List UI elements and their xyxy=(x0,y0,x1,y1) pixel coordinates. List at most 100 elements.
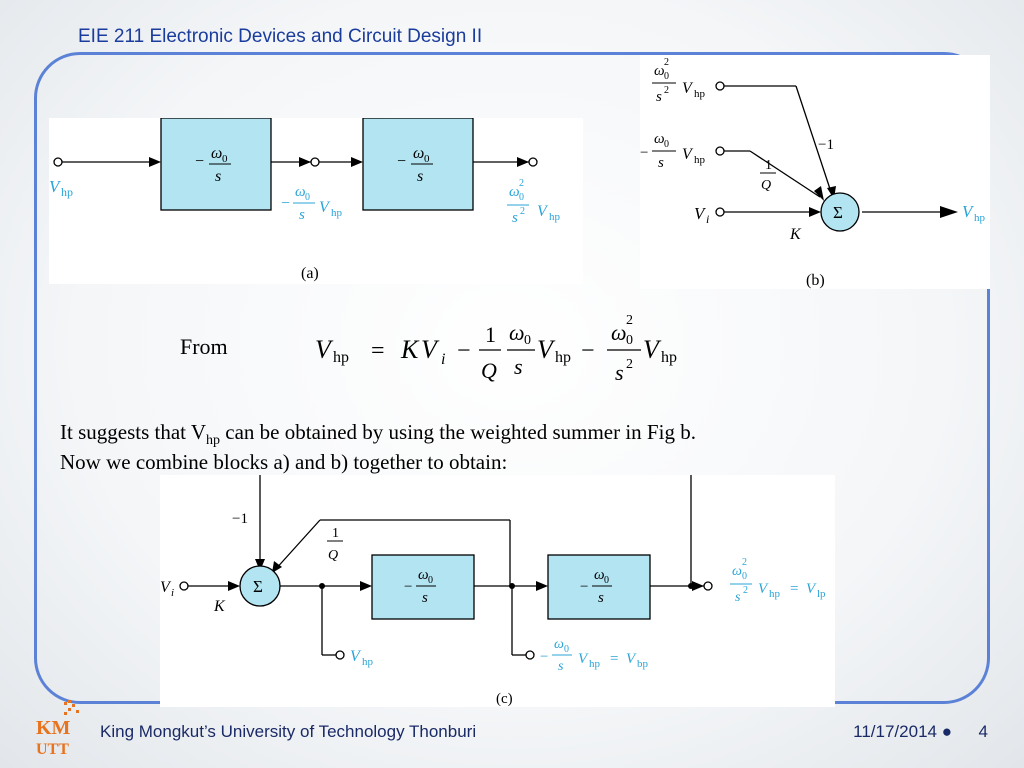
eq-V1-sub: i xyxy=(441,351,445,368)
summer-node-c xyxy=(239,565,281,607)
output-V: V xyxy=(962,202,975,221)
caption-a: (a) xyxy=(301,265,319,282)
c-bp-V2-sub: bp xyxy=(637,658,649,670)
footer-date-text: 11/17/2014 xyxy=(853,722,937,741)
c-block1-sub: 0 xyxy=(428,575,433,586)
c-lp-num: ω xyxy=(732,564,742,579)
in1-num: ω xyxy=(654,63,665,79)
in1-den: s xyxy=(656,89,662,105)
in2-V-sub: hp xyxy=(694,154,706,166)
c-bp-neg: − xyxy=(540,649,548,665)
c-lp-den: s xyxy=(735,590,741,605)
c-lp-V2-sub: lp xyxy=(817,588,826,600)
c-bp-V2: V xyxy=(626,651,637,667)
c-block2-sub: 0 xyxy=(604,575,609,586)
out-sup: 2 xyxy=(519,178,524,189)
eq-f3-num: ω xyxy=(611,320,627,345)
mid-V: V xyxy=(319,199,331,216)
c-input-sub: i xyxy=(171,587,174,599)
summer-node xyxy=(820,192,860,232)
c-bp-den: s xyxy=(558,659,564,674)
logo-utt: UTT xyxy=(36,741,69,758)
out-V: V xyxy=(537,203,549,220)
in2-neg: − xyxy=(640,145,648,161)
c-block1-den: s xyxy=(422,590,428,606)
block2-den: s xyxy=(417,168,423,185)
footer-dot-icon: ● xyxy=(941,722,952,741)
c-hp-sub: hp xyxy=(362,656,374,668)
c-block1-neg: − xyxy=(404,579,412,595)
output-V-sub: hp xyxy=(974,212,986,224)
in1-sup: 2 xyxy=(664,57,669,68)
in2-V: V xyxy=(682,146,694,163)
c-bp-num: ω xyxy=(554,637,564,652)
body-line-1-end: can be obtained by using the weighted su… xyxy=(220,420,696,444)
kmutt-logo: KM UTT xyxy=(34,700,86,758)
from-label: From xyxy=(180,334,228,359)
footer-date: 11/17/2014 ● xyxy=(853,722,952,742)
input-label-sub: hp xyxy=(61,185,73,199)
eq-f1-num: 1 xyxy=(485,322,496,347)
c-block2-num: ω xyxy=(594,567,605,583)
figure-a: − ω 0 s − ω 0 s V hp − ω 0 s V hp ω 0 2 … xyxy=(49,118,583,284)
c-lp-sup: 2 xyxy=(742,557,747,568)
eq-minus2: − xyxy=(581,338,595,364)
figure-b: ω 0 2 s 2 V hp − ω 0 s V hp V i xyxy=(640,55,990,289)
gain-1-over-Q-den: Q xyxy=(761,178,771,193)
eq-lhs-V: V xyxy=(315,335,334,364)
eq-f1-den: Q xyxy=(481,358,497,383)
in1-sub: 0 xyxy=(664,71,669,82)
eq-f2-num: ω xyxy=(509,320,525,345)
in1-den-sup: 2 xyxy=(664,85,669,96)
eq-V3-sub: hp xyxy=(661,349,677,366)
body-line-1-sub: hp xyxy=(206,433,221,449)
c-bp-V-sub: hp xyxy=(589,658,601,670)
block1-den: s xyxy=(215,168,221,185)
caption-b: (b) xyxy=(806,272,825,289)
in1-V: V xyxy=(682,80,694,97)
c-block2-den: s xyxy=(598,590,604,606)
c-hp-V: V xyxy=(350,648,362,665)
out-sub: 0 xyxy=(519,192,524,203)
eq-V3: V xyxy=(643,335,662,364)
logo-km: KM xyxy=(36,717,71,739)
c-gain-1-over-Q-num: 1 xyxy=(332,526,339,541)
page-number: 4 xyxy=(978,722,988,741)
c-gain-K: K xyxy=(213,598,226,615)
eq-f3-sub: 0 xyxy=(626,333,633,348)
block1-neg: − xyxy=(195,153,204,170)
in1-V-sub: hp xyxy=(694,88,706,100)
eq-equals: = xyxy=(371,338,385,364)
body-line-1: It suggests that Vhp can be obtained by … xyxy=(60,420,696,449)
block1-num: ω xyxy=(211,145,222,162)
c-lp-V: V xyxy=(758,581,769,597)
in2-num: ω xyxy=(654,131,665,147)
block1-sub: 0 xyxy=(222,153,228,165)
figure-c: Σ − ω 0 s − ω 0 s −1 1 Q V i K V hp − ω … xyxy=(160,475,835,707)
eq-V2: V xyxy=(537,335,556,364)
c-input-V: V xyxy=(160,579,172,596)
c-block1-num: ω xyxy=(418,567,429,583)
mid-V-sub: hp xyxy=(331,207,343,219)
out-num: ω xyxy=(509,184,520,200)
mid-sub: 0 xyxy=(305,192,310,203)
c-gain-1-over-Q-den: Q xyxy=(328,548,338,563)
in3-sub: i xyxy=(706,212,709,226)
eq-V2-sub: hp xyxy=(555,349,571,366)
eq-f2-sub: 0 xyxy=(524,333,531,348)
out-V-sub: hp xyxy=(549,211,561,223)
footer-university: King Mongkut’s University of Technology … xyxy=(100,722,477,741)
eq-f3-sup: 2 xyxy=(626,313,633,328)
in3-V: V xyxy=(694,204,707,223)
block2-num: ω xyxy=(413,145,424,162)
summer-sigma: Σ xyxy=(833,203,843,222)
gain-neg1: −1 xyxy=(818,137,834,153)
c-bp-sub: 0 xyxy=(564,644,569,655)
c-bp-V: V xyxy=(578,651,589,667)
integrator-block-c1 xyxy=(371,554,475,620)
eq-lhs-sub: hp xyxy=(333,349,349,366)
caption-c: (c) xyxy=(496,691,513,707)
gain-K: K xyxy=(789,226,802,243)
c-lp-V-sub: hp xyxy=(769,588,781,600)
c-bp-eq: = xyxy=(610,651,618,667)
